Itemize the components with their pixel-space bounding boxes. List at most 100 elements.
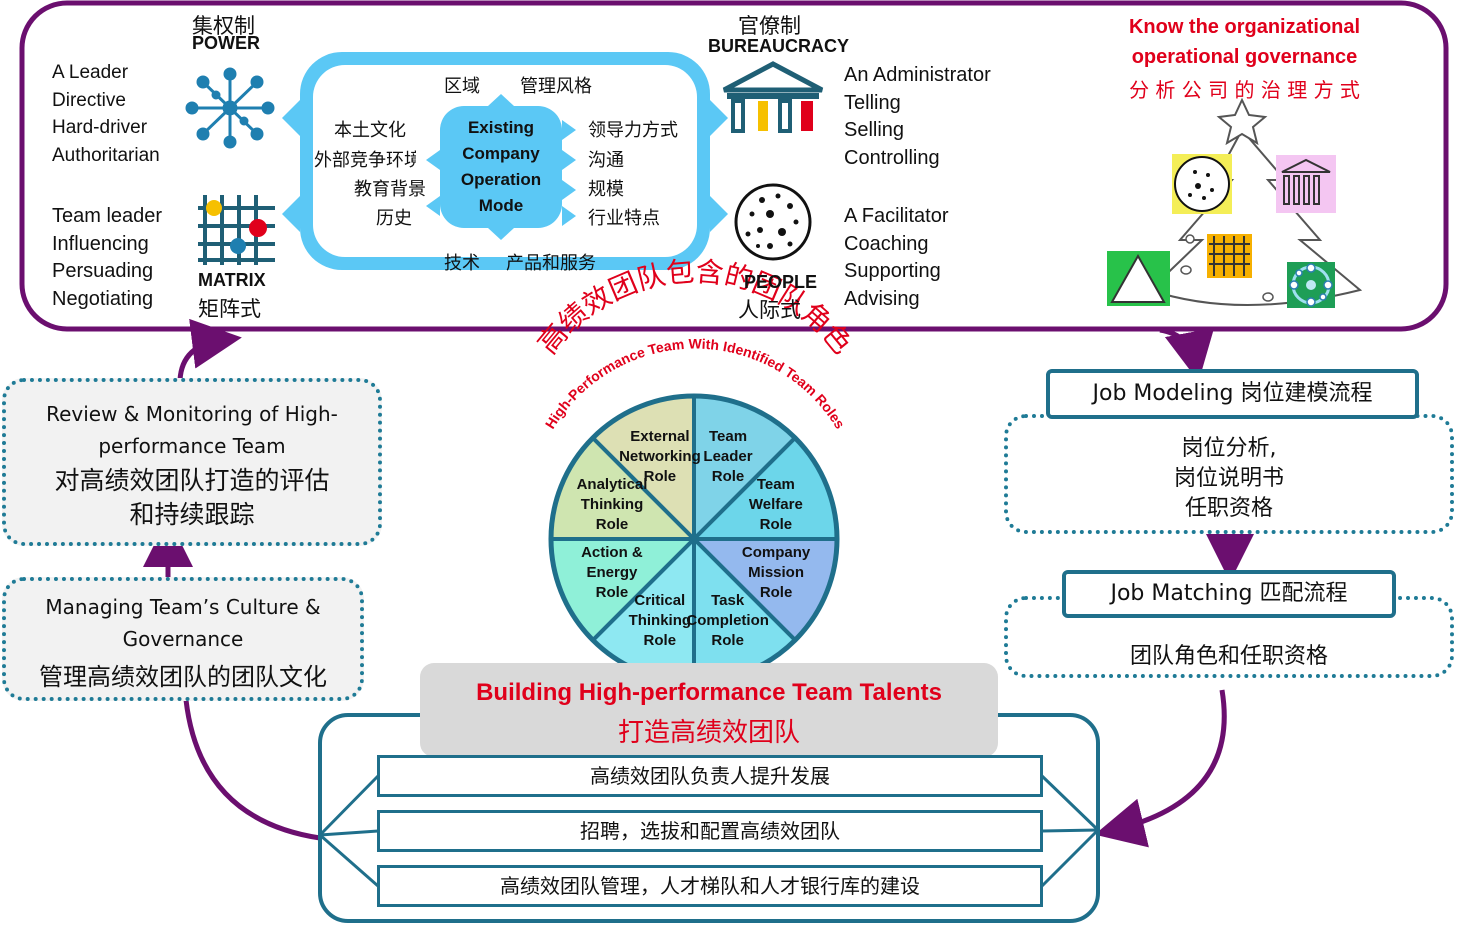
people-zh-label: 人际式 (738, 298, 801, 322)
role-label-line: Team (756, 476, 795, 494)
factor-education: 教育背景 (354, 179, 426, 200)
matrix-en-label: MATRIX (198, 270, 266, 290)
power-trait: Authoritarian (52, 144, 160, 166)
factor-leadership-style: 领导力方式 (588, 120, 678, 141)
operation-mode-box (282, 52, 728, 270)
bureaucracy-trait: Selling (844, 119, 905, 141)
operation-mode-title-line: Mode (478, 196, 524, 215)
bureaucracy-trait: An Administrator (844, 64, 991, 86)
bureaucracy-zh-label: 官僚制 (738, 14, 801, 38)
role-label-line: Completion (686, 611, 769, 629)
people-traits: A Facilitator Coaching Supporting Advisi… (844, 203, 948, 313)
people-trait: A Facilitator (844, 205, 949, 227)
building-item: 高绩效团队管理，人才梯队和人才银行库的建设 (377, 865, 1043, 907)
matrix-trait: Influencing (52, 232, 149, 255)
role-label-line: Role (643, 468, 677, 486)
role-label-line: Thinking (580, 496, 644, 514)
role-label-line: Energy (586, 563, 638, 581)
factor-history: 历史 (376, 208, 412, 229)
building-title-box: Building High-performance Team Talents 打… (420, 663, 998, 757)
culture-en-line: Governance (122, 627, 244, 651)
role-label-line: Role (595, 583, 629, 601)
factor-technology: 技术 (444, 253, 480, 274)
role-label-line: Critical (634, 591, 686, 609)
role-label-line: Role (711, 468, 745, 486)
people-en-label: PEOPLE (744, 272, 818, 292)
factor-communication: 沟通 (588, 150, 624, 171)
operation-mode-title-line: Company (462, 144, 540, 163)
job-modeling-header: Job Modeling 岗位建模流程 (1046, 369, 1419, 419)
people-trait: Advising (844, 287, 920, 310)
people-trait: Supporting (844, 260, 941, 282)
bureaucracy-trait: Controlling (844, 146, 940, 169)
role-label-line: Analytical (576, 476, 648, 494)
review-en-line: performance Team (98, 434, 286, 458)
factor-management-style: 管理风格 (520, 76, 592, 97)
role-label-line: Leader (703, 448, 753, 466)
role-label-line: Company (741, 543, 811, 561)
operation-mode-title-line: Operation (460, 170, 542, 189)
job-modeling-line: 任职资格 (1184, 496, 1273, 521)
factor-local-culture: 本土文化 (334, 120, 406, 141)
role-label-line: Thinking (628, 611, 692, 629)
role-label-line: Welfare (748, 496, 803, 514)
governance-title-en-line2: operational governance (1131, 46, 1358, 68)
factor-region: 区域 (444, 76, 480, 97)
power-trait: Hard-driver (52, 117, 148, 138)
pillared-building-icon (722, 61, 824, 133)
matrix-zh-label: 矩阵式 (198, 297, 261, 321)
flow-arrows (143, 318, 1255, 848)
job-matching-line: 团队角色和任职资格 (1129, 644, 1328, 669)
people-trait: Coaching (844, 232, 929, 255)
building-title-en: Building High-performance Team Talents (476, 679, 942, 706)
culture-en-line: Managing Team’s Culture & (45, 595, 321, 619)
role-label-line: Role (759, 516, 793, 534)
factor-products-services: 产品和服务 (506, 253, 596, 274)
factor-external-competition: 外部竞争环境 (314, 150, 416, 171)
bureaucracy-en-label: BUREAUCRACY (708, 36, 850, 56)
operation-mode-title: Existing Company Operation Mode (440, 115, 562, 219)
job-modeling-lines: 岗位分析, 岗位说明书 任职资格 (1008, 434, 1450, 524)
matrix-traits: Team leader Influencing Persuading Negot… (52, 203, 162, 313)
matrix-trait: Persuading (52, 260, 154, 282)
factor-scale: 规模 (588, 179, 624, 200)
culture-governance-box: Managing Team’s Culture & Governance 管理高… (2, 577, 364, 701)
power-trait: Directive (52, 89, 126, 111)
role-label-line: Role (643, 631, 677, 649)
matrix-trait: Team leader (52, 205, 163, 227)
role-label-line: Action & (581, 543, 643, 561)
job-modeling-line: 岗位分析, (1181, 436, 1277, 461)
building-item: 招聘，选拔和配置高绩效团队 (377, 810, 1043, 852)
review-zh-line: 对高绩效团队打造的评估 (54, 466, 330, 495)
christmas-tree-icon (1107, 97, 1363, 308)
review-zh-line: 和持续跟踪 (129, 500, 255, 529)
culture-zh-line: 管理高绩效团队的团队文化 (39, 663, 327, 691)
job-modeling-body: 岗位分析, 岗位说明书 任职资格 (1004, 414, 1454, 534)
building-title-zh: 打造高绩效团队 (617, 718, 800, 748)
bureaucracy-trait: Telling (844, 91, 901, 114)
review-monitoring-box: Review & Monitoring of High- performance… (2, 378, 382, 546)
matrix-trait: Negotiating (52, 287, 154, 310)
role-label-line: External (630, 428, 690, 446)
power-zh-label: 集权制 (192, 14, 255, 38)
bureaucracy-traits: An Administrator Telling Selling Control… (844, 62, 991, 172)
job-matching-header: Job Matching 匹配流程 (1062, 570, 1396, 618)
job-modeling-line: 岗位说明书 (1173, 466, 1284, 491)
role-label-line: Role (759, 583, 793, 601)
power-en-label: POWER (192, 33, 261, 53)
dotted-circle-icon (734, 183, 812, 261)
power-traits: A Leader Directive Hard-driver Authorita… (52, 59, 160, 169)
review-en-text: Review & Monitoring of High- performance… (6, 398, 378, 462)
grid-matrix-icon (198, 195, 275, 265)
governance-title-en: Know the organizational operational gove… (1087, 12, 1402, 72)
role-label-line: Networking (619, 448, 701, 466)
governance-title-zh: 分 析 公 司 的 治 理 方 式 (1129, 78, 1360, 102)
